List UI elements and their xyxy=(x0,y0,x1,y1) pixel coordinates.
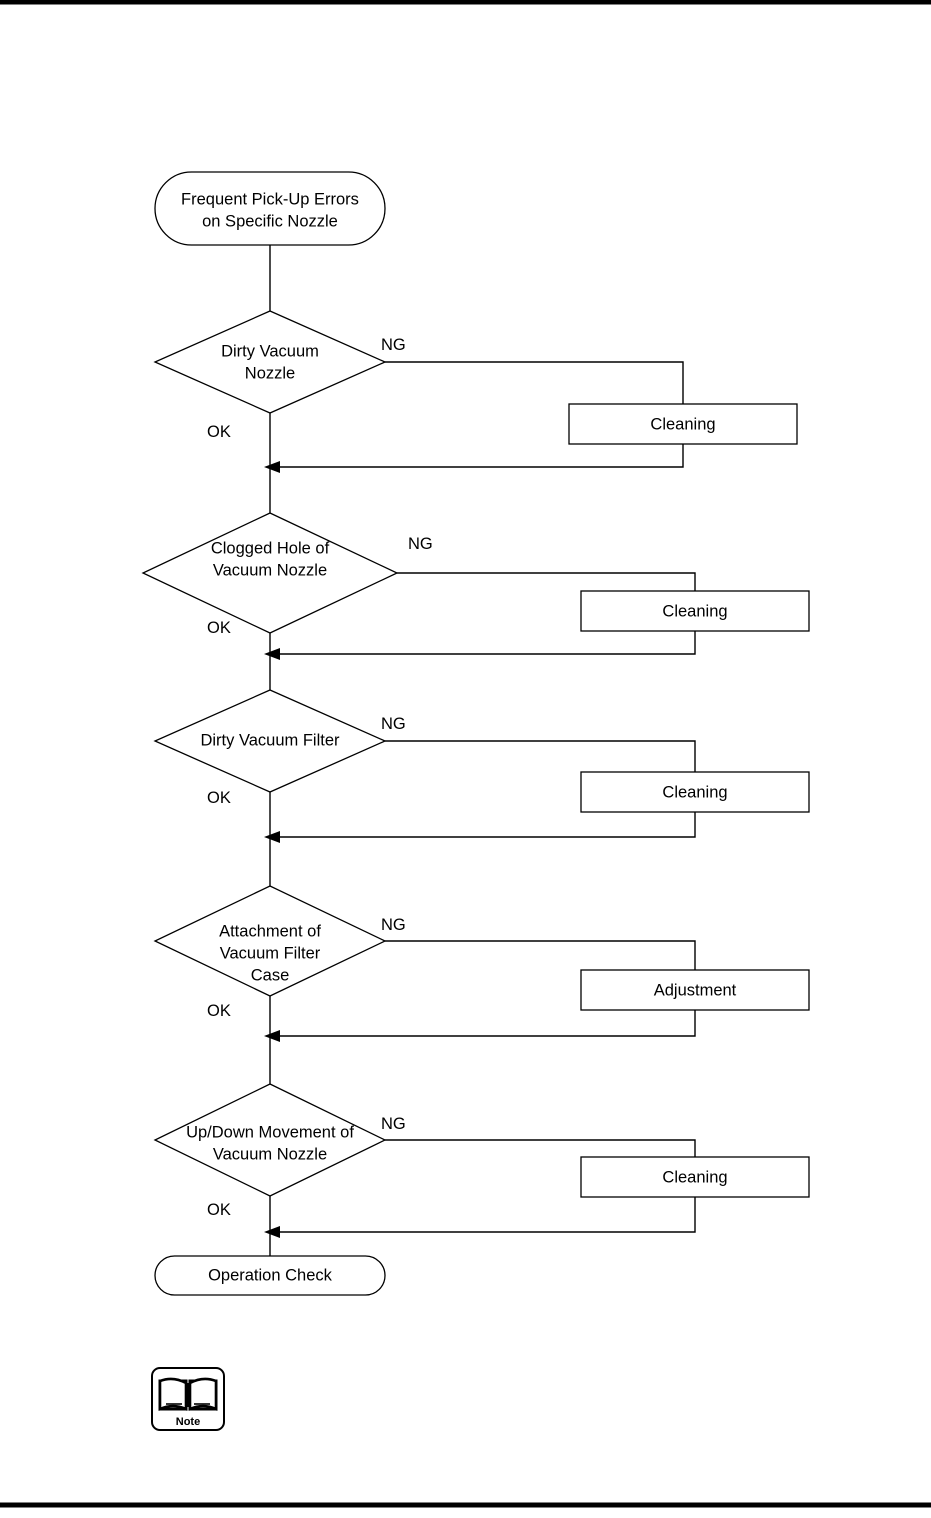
start-node: Frequent Pick-Up Errors on Specific Nozz… xyxy=(154,171,386,246)
step-4-action-label: Adjustment xyxy=(654,981,737,999)
step-2-ok-label: OK xyxy=(207,619,231,637)
step-5-ng-label: NG xyxy=(381,1115,406,1133)
end-node-shape xyxy=(154,1255,386,1296)
step-2-action-label: Cleaning xyxy=(662,602,727,620)
step-3-ok-label: OK xyxy=(207,789,231,807)
end-node: Operation Check xyxy=(154,1255,386,1296)
step-2-decision-label-line1: Clogged Hole of xyxy=(211,539,330,557)
step-5-decision-label-line2: Vacuum Nozzle xyxy=(213,1145,327,1163)
step-2-ng-label: NG xyxy=(408,535,433,553)
step-1-ok-label: OK xyxy=(207,423,231,441)
step-4-decision-label-line3: Case xyxy=(251,966,290,984)
start-node-label-line1: Frequent Pick-Up Errors xyxy=(181,190,359,208)
step-5-ok-label: OK xyxy=(207,1201,231,1219)
step-2-action: Cleaning xyxy=(580,590,810,632)
step-1-decision: Dirty Vacuum Nozzle xyxy=(153,310,387,414)
step-1-ng-label: NG xyxy=(381,336,406,354)
step-3-decision-label-line1: Dirty Vacuum Filter xyxy=(200,731,340,749)
step-2-decision: Clogged Hole of Vacuum Nozzle xyxy=(141,512,399,634)
step-1-action-label: Cleaning xyxy=(650,415,715,433)
step-3-ng-label: NG xyxy=(381,715,406,733)
step-5-action: Cleaning xyxy=(580,1156,810,1198)
step-1-decision-shape xyxy=(153,310,387,414)
step-3-return-arrowhead xyxy=(264,831,280,843)
note-callout: Note xyxy=(151,1367,225,1431)
start-node-shape xyxy=(154,171,386,246)
step-2-action-shape xyxy=(580,590,810,632)
step-3-action-label: Cleaning xyxy=(662,783,727,801)
step-1-action-shape xyxy=(568,403,798,445)
step-1-return-arrowhead xyxy=(264,461,280,473)
open-book-icon xyxy=(158,1377,218,1412)
step-3-action: Cleaning xyxy=(580,771,810,813)
start-node-label-line2: on Specific Nozzle xyxy=(202,212,338,230)
step-2-decision-label-line2: Vacuum Nozzle xyxy=(213,561,327,579)
step-3-decision: Dirty Vacuum Filter xyxy=(153,689,387,793)
step-4-ok-label: OK xyxy=(207,1002,231,1020)
step-4-decision-label-line1: Attachment of xyxy=(219,922,321,940)
step-5-action-label: Cleaning xyxy=(662,1168,727,1186)
step-2-return-arrowhead xyxy=(264,648,280,660)
step-3-action-shape xyxy=(580,771,810,813)
step-4-decision-label-line2: Vacuum Filter xyxy=(220,944,321,962)
step-1-decision-label-line2: Nozzle xyxy=(245,364,295,382)
step-5-action-shape xyxy=(580,1156,810,1198)
step-4-action: Adjustment xyxy=(580,969,810,1011)
step-5-decision: Up/Down Movement of Vacuum Nozzle xyxy=(153,1083,387,1197)
step-1-action: Cleaning xyxy=(568,403,798,445)
step-4-decision: Attachment of Vacuum Filter Case xyxy=(153,885,387,997)
step-5-decision-label-line1: Up/Down Movement of xyxy=(186,1123,354,1141)
step-5-return-arrowhead xyxy=(264,1226,280,1238)
note-icon-label: Note xyxy=(176,1416,200,1428)
step-4-action-shape xyxy=(580,969,810,1011)
end-node-label: Operation Check xyxy=(208,1266,333,1284)
step-4-ng-label: NG xyxy=(381,916,406,934)
step-4-return-arrowhead xyxy=(264,1030,280,1042)
step-1-decision-label-line1: Dirty Vacuum xyxy=(221,342,319,360)
